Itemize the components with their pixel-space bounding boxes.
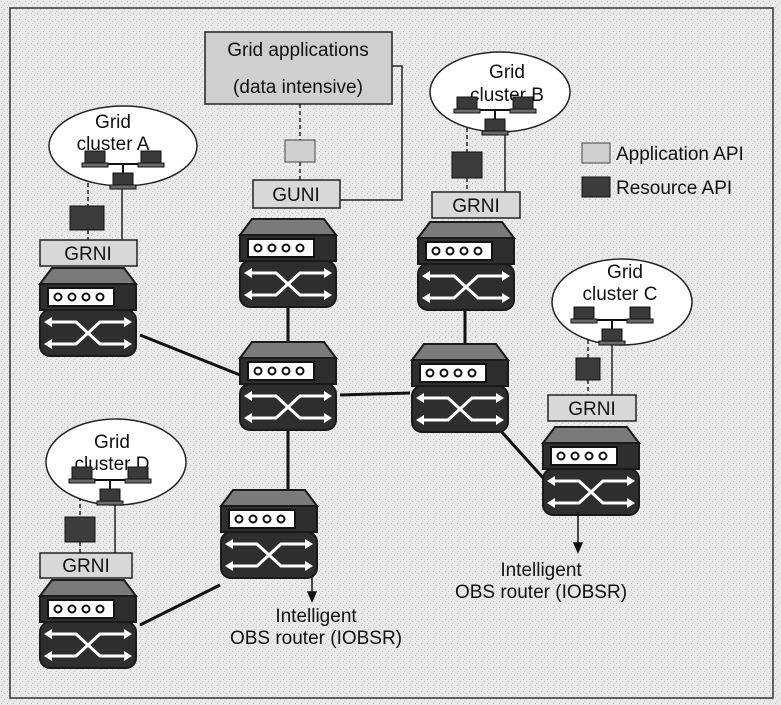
legend-resource-api-swatch [581, 176, 611, 198]
grid-applications-title: Grid applications [227, 40, 369, 61]
svg-text:GUNI: GUNI [272, 185, 320, 206]
resource-api-block [575, 357, 601, 381]
router-icon [410, 342, 510, 434]
svg-text:GRNI: GRNI [62, 556, 110, 577]
svg-text:GRNI: GRNI [64, 244, 112, 265]
resource-api-block [451, 151, 483, 179]
router-icon [238, 217, 338, 309]
router-icon [416, 220, 516, 312]
router-icon [219, 488, 319, 580]
svg-text:GRNI: GRNI [452, 196, 500, 217]
router-label-line2: OBS router (IOBSR) [230, 628, 402, 649]
grid-cluster-c: Grid cluster C [551, 258, 693, 345]
router-icon [238, 340, 338, 432]
grni-c: GRNI [547, 394, 637, 422]
legend-application-api-swatch [581, 142, 611, 164]
arrow-icon [572, 512, 584, 554]
cluster-a-label-line1: Grid [95, 112, 131, 133]
resource-api-block [69, 205, 105, 231]
cluster-d-label-line1: Grid [94, 432, 130, 453]
router-icon [38, 578, 138, 670]
grid-cluster-a: Grid cluster A [48, 105, 198, 189]
grni-b: GRNI [431, 191, 521, 219]
legend-application-api-label: Application API [616, 144, 744, 165]
router-label-line1: Intelligent [275, 606, 357, 627]
router-icon [38, 266, 138, 358]
resource-api-block [64, 516, 96, 543]
grid-cluster-d: Grid cluster D [45, 418, 187, 505]
grid-cluster-b: Grid cluster B [429, 51, 571, 135]
router-icon [541, 425, 641, 517]
cluster-c-label-line2: cluster C [583, 284, 658, 305]
router-label-line1: Intelligent [500, 560, 582, 581]
grni-a: GRNI [39, 239, 138, 267]
cluster-a-label-line2: cluster A [77, 134, 150, 155]
svg-text:GRNI: GRNI [568, 399, 616, 420]
cluster-c-label-line1: Grid [607, 262, 643, 283]
router-label-line2: OBS router (IOBSR) [455, 582, 627, 603]
cluster-b-label-line1: Grid [489, 62, 525, 83]
grni-d: GRNI [39, 552, 133, 579]
arrow-icon [306, 575, 318, 603]
application-api-block [284, 139, 316, 163]
legend-resource-api-label: Resource API [616, 178, 732, 199]
legend: Application API Resource API [581, 142, 744, 199]
grid-applications-subtitle: (data intensive) [233, 77, 363, 98]
connections [139, 305, 547, 627]
grid-applications-box: Grid applications (data intensive) [204, 31, 393, 105]
guni: GUNI [252, 179, 341, 209]
frame [9, 7, 774, 699]
